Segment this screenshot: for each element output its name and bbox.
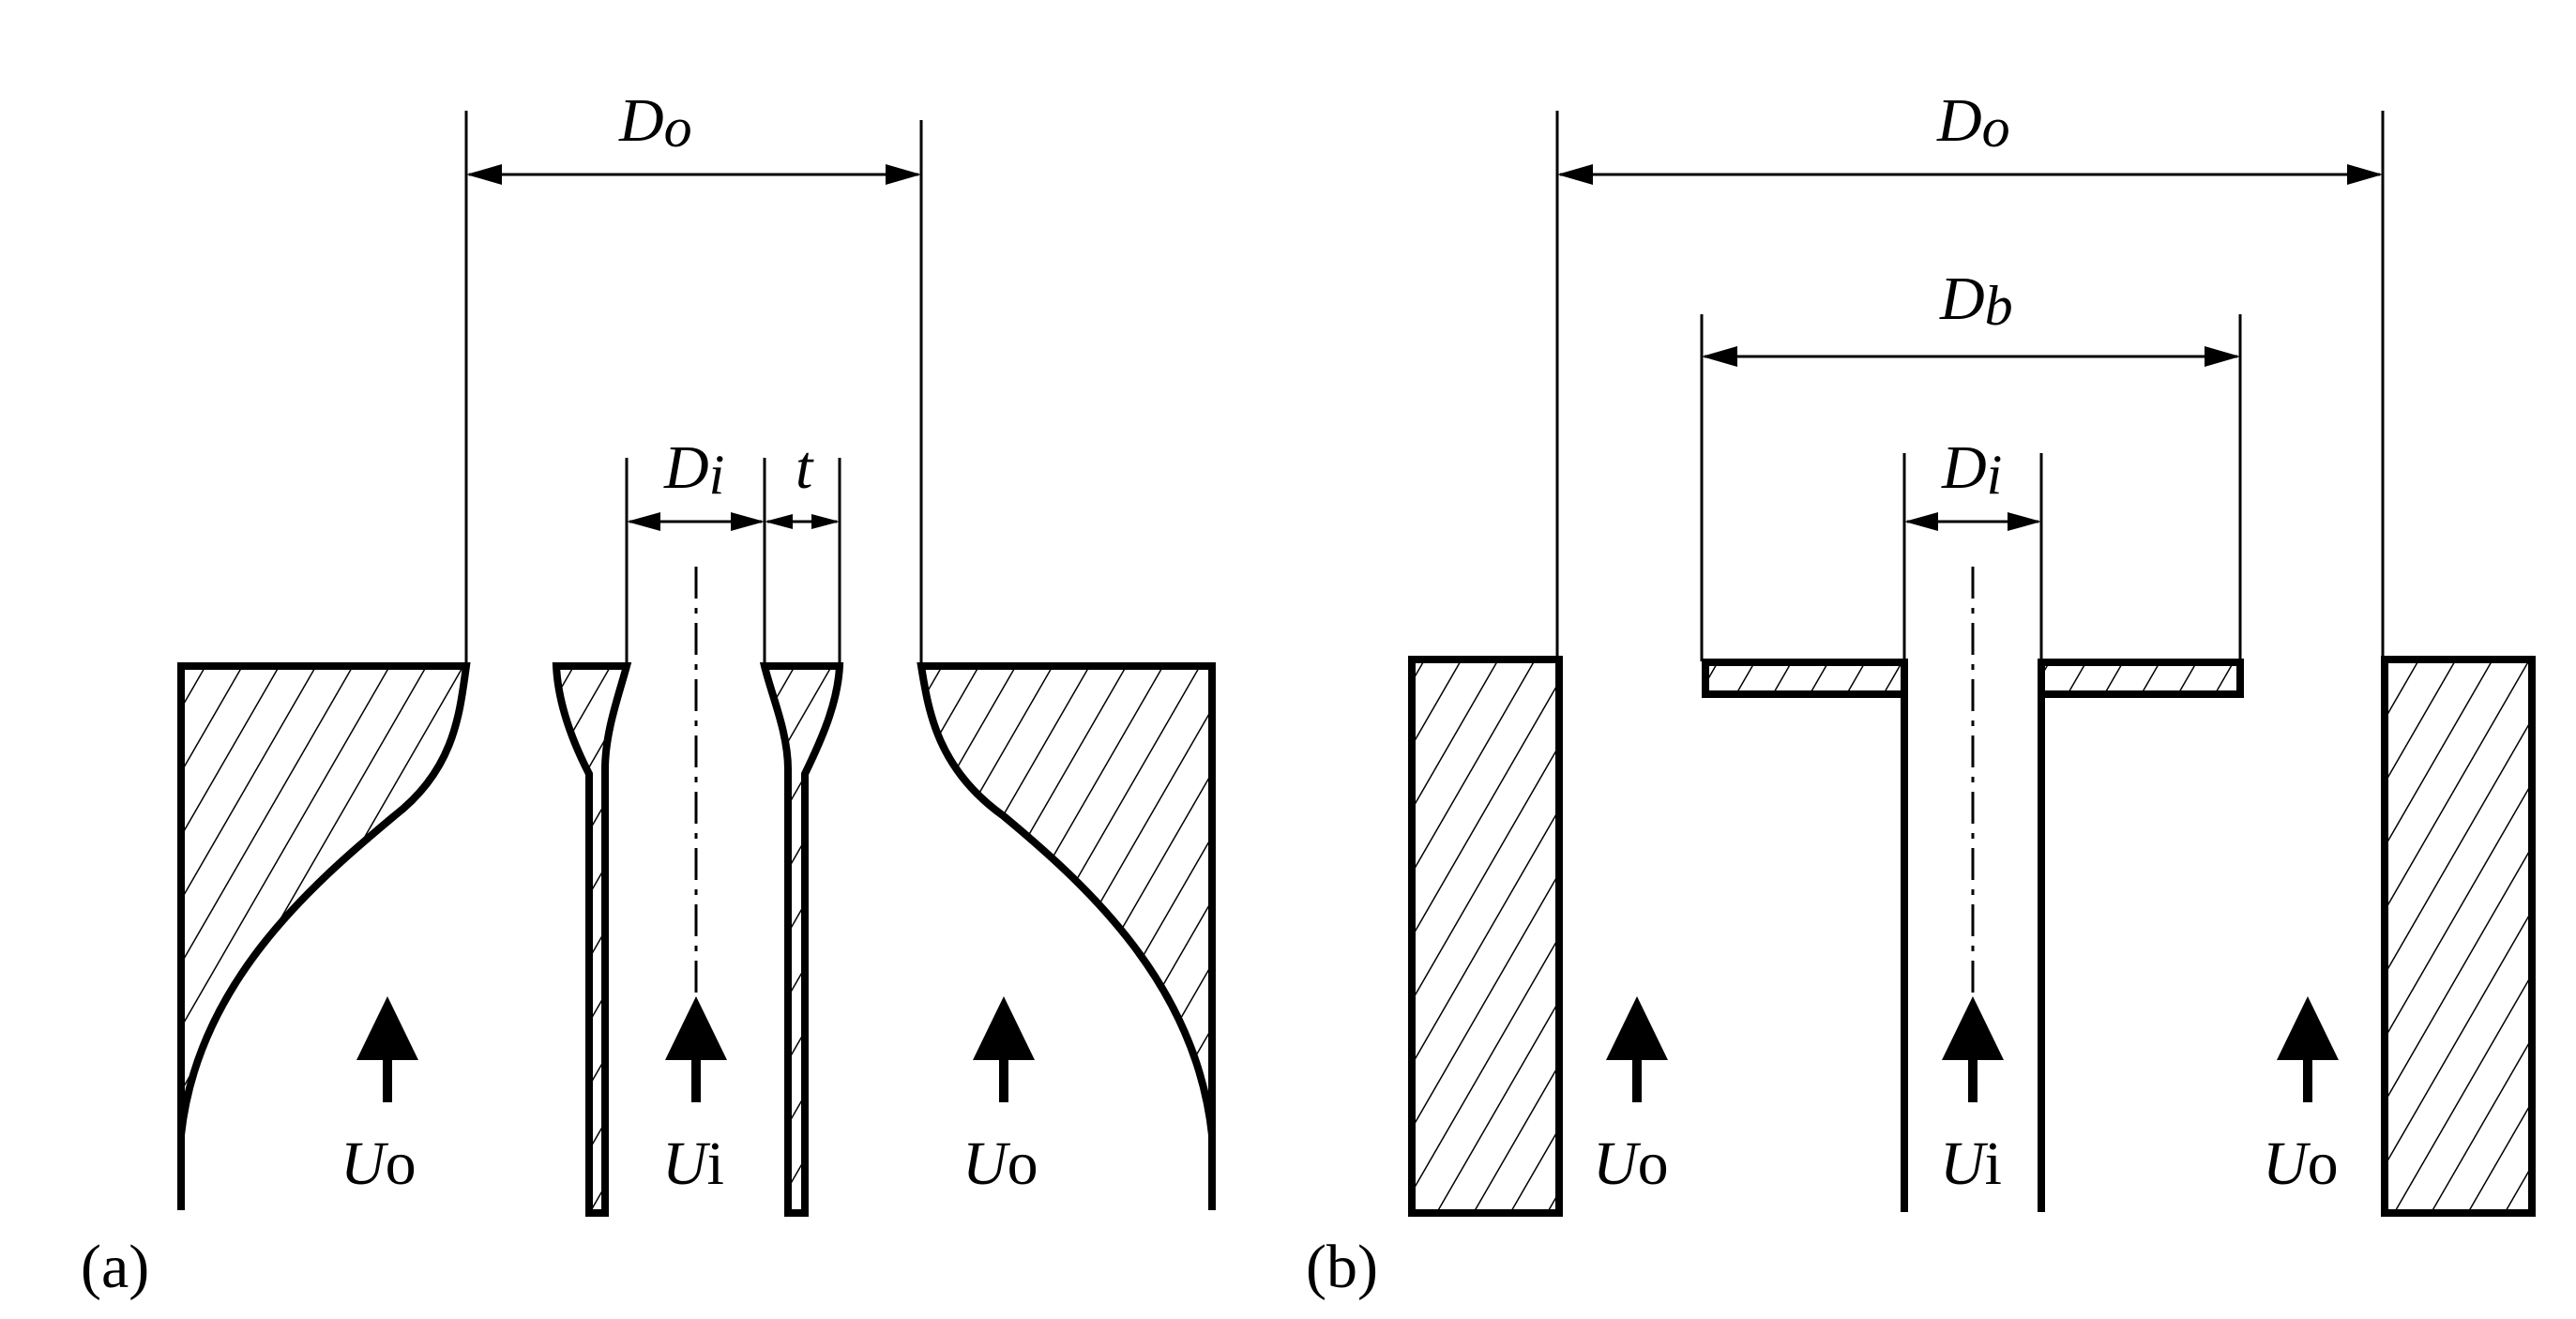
outer-velocity-label-right-a: Uo [962,1129,1038,1198]
bluff-body-plate-right-b [2038,659,2244,698]
thickness-label-a: t [796,433,814,502]
inner-velocity-label-b: Ui [1940,1129,2002,1198]
outer-diameter-dimension-b: Do [1555,86,2385,659]
inner-diameter-label-b: Di [1941,433,2002,506]
outer-nozzle-wall-left-a [177,662,471,1210]
flow-arrow-left-b: Uo [1593,996,1669,1198]
outer-diameter-label-b: Do [1936,86,2010,159]
outer-diameter-dimension-a: Do [464,86,923,666]
inner-velocity-label-a: Ui [662,1129,724,1198]
inner-diameter-label-a: Di [663,433,724,506]
inner-diameter-dimension-a: Di [625,433,841,666]
panel-b: Do Db Di [1306,86,2536,1301]
inner-diameter-dimension-b: Di [1902,433,2043,661]
panel-a: Do Di t Uo [81,86,1216,1301]
inner-tube-wall-left-a [552,662,632,1217]
bluff-body-diameter-label-b: Db [1939,265,2013,337]
bluff-body-diameter-dimension-b: Db [1700,265,2242,661]
panel-label-b: (b) [1306,1233,1378,1301]
outer-wall-left-b [1408,656,1563,1217]
panel-label-a: (a) [81,1233,149,1301]
flow-arrow-center-b: Ui [1940,996,2004,1198]
outer-velocity-label-right-b: Uo [2263,1129,2339,1198]
outer-velocity-label-left-b: Uo [1593,1129,1669,1198]
flow-arrow-center-a: Ui [662,996,727,1198]
thickness-dimension-a: t [765,433,840,529]
flow-arrow-right-b: Uo [2263,996,2339,1198]
flow-arrow-left-a: Uo [341,996,418,1198]
outer-diameter-label-a: Do [618,86,692,159]
outer-velocity-label-left-a: Uo [341,1129,417,1198]
outer-wall-right-b [2381,656,2536,1217]
outer-nozzle-wall-right-a [917,662,1216,1210]
bluff-body-plate-left-b [1702,659,1908,698]
inner-tube-wall-right-a [759,662,844,1217]
flow-arrow-right-a: Uo [962,996,1038,1198]
